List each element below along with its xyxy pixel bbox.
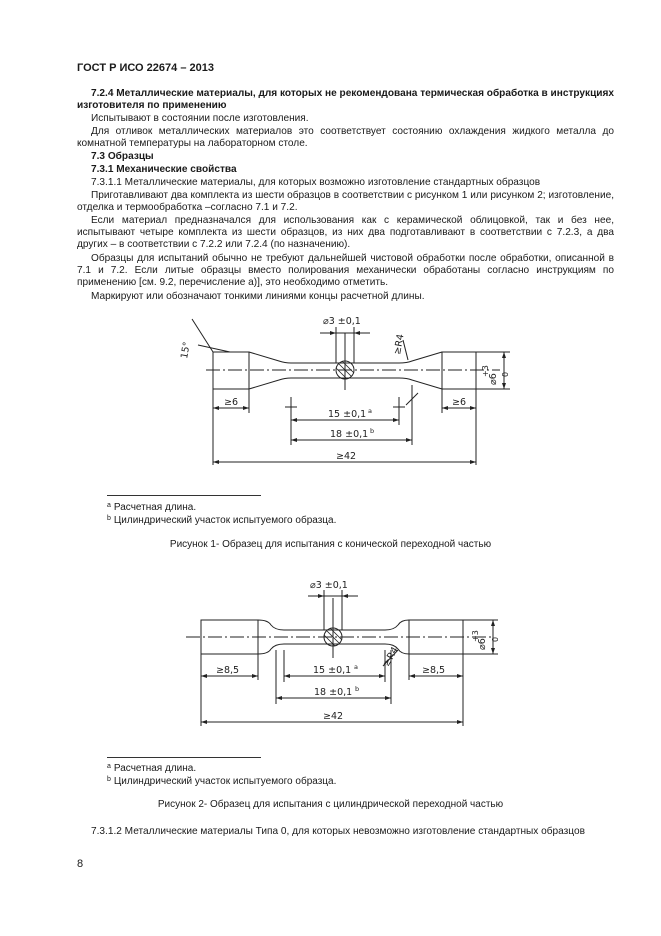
section-7-3-heading: 7.3 Образцы (91, 151, 154, 162)
section-7-3-1-2-heading: 7.3.1.2 Металлические материалы Типа 0, … (91, 826, 585, 837)
fig2-dim-dia6: ⌀6 (477, 638, 488, 650)
section-7-3-1-heading: 7.3.1 Механические свойства (91, 164, 237, 175)
section-7-2-4-paragraph-2: Для отливок металлических материалов это… (77, 126, 614, 150)
fig1-dim-cyl-18: 18 ±0,1 (330, 429, 368, 440)
fig1-dim-right-6: ≥6 (452, 397, 466, 408)
fig2-dim-dia6-lower-tolerance: 0 (491, 637, 500, 642)
paragraph-prepare-specimens: Приготавливают два комплекта из шести об… (77, 190, 614, 214)
fig1-dim-dia3: ⌀3 ±0,1 (323, 316, 361, 327)
footnote-text: Расчетная длина. (113, 763, 197, 774)
fig1-dim-left-6: ≥6 (224, 397, 238, 408)
section-7-2-4-heading: 7.2.4 Металлические материалы, для котор… (77, 88, 615, 112)
fig2-dim-cyl-18-footnote-mark: b (355, 685, 359, 693)
fig2-dim-left-8-5: ≥8,5 (216, 665, 239, 676)
footnote-mark: a (107, 502, 111, 509)
document-code-header: ГОСТ Р ИСО 22674 – 2013 (77, 62, 214, 74)
footnote-text: Цилиндрический участок испытуемого образ… (113, 515, 337, 526)
fig2-dim-total-42: ≥42 (323, 711, 343, 722)
paragraph-finishing: Образцы для испытаний обычно не требуют … (77, 253, 614, 289)
fig2-dim-cyl-18: 18 ±0,1 (314, 687, 352, 698)
footnote-mark: a (107, 763, 111, 770)
footnote-mark: b (107, 776, 111, 783)
fig1-dim-gauge-15-footnote-mark: a (368, 407, 372, 415)
paragraph-gauge-marking: Маркируют или обозначают тонкими линиями… (91, 291, 425, 302)
fig1-dim-cyl-18-footnote-mark: b (370, 427, 374, 435)
footnote-text: Цилиндрический участок испытуемого образ… (113, 776, 337, 787)
fig2-dim-right-8-5: ≥8,5 (422, 665, 445, 676)
fig1-dim-dia6: ⌀6 (488, 373, 499, 385)
fig2-dim-gauge-15-footnote-mark: a (354, 663, 358, 671)
figure-1-footnote-rule (107, 495, 261, 496)
section-7-2-4-paragraph-1: Испытывают в состоянии после изготовлени… (91, 113, 309, 124)
footnote-text: Расчетная длина. (113, 502, 197, 513)
fig1-dim-total-42: ≥42 (336, 451, 356, 462)
figure-1-caption: Рисунок 1- Образец для испытания с конич… (169, 539, 492, 550)
fig2-dim-dia6-upper-tolerance: +3 (471, 630, 480, 642)
figure-2-footnote-rule (107, 757, 261, 758)
footnote-mark: b (107, 515, 111, 522)
figure-2-caption: Рисунок 2- Образец для испытания с цилин… (157, 799, 504, 810)
fig1-dim-angle-15: 15° (179, 341, 193, 359)
fig1-dim-dia6-upper-tolerance: +3 (481, 365, 490, 377)
fig2-dim-dia3: ⌀3 ±0,1 (310, 580, 348, 591)
figure-1-drawing: ⌀3 ±0,1 15° ≥R4 ⌀6 +3 0 ≥6 ≥6 15 ±0,1 a … (179, 316, 510, 465)
paragraph-ceramic-veneer: Если материал предназначался для использ… (77, 215, 614, 251)
figure-2-drawing: ⌀3 ±0,1 ≥R4 ⌀6 +3 0 ≥8,5 ≥8,5 15 ±0,1 a … (186, 580, 500, 726)
fig1-dim-dia6-lower-tolerance: 0 (501, 372, 510, 377)
fig1-dim-r4: ≥R4 (392, 333, 406, 355)
fig2-dim-gauge-15: 15 ±0,1 (313, 665, 351, 676)
fig1-dim-gauge-15: 15 ±0,1 (328, 409, 366, 420)
page-number: 8 (77, 858, 84, 870)
section-7-3-1-1-heading: 7.3.1.1 Металлические материалы, для кот… (91, 177, 541, 188)
